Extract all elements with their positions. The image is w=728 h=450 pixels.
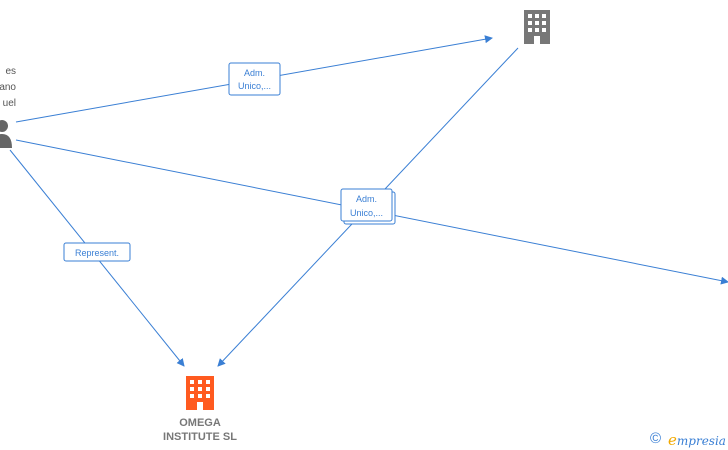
- person-name-line: es: [5, 66, 16, 77]
- edge-label-line: Unico,...: [238, 81, 271, 91]
- edge-label-adm-unico-middle[interactable]: Adm. Unico,...: [340, 188, 396, 225]
- copyright-icon: ©: [650, 430, 662, 447]
- company-name-line: INSTITUTE SL: [163, 431, 237, 443]
- person-name[interactable]: es ano uel: [0, 64, 16, 112]
- person-name-line: uel: [2, 98, 16, 109]
- edge-label-line: Adm.: [244, 68, 265, 78]
- building-icon[interactable]: [186, 376, 214, 410]
- edge-label-line: Unico,...: [350, 208, 383, 218]
- building-icon[interactable]: [524, 10, 550, 44]
- edge-label-represent[interactable]: Represent.: [63, 242, 131, 262]
- company-name[interactable]: OMEGA INSTITUTE SL: [140, 416, 260, 444]
- edge-label-adm-unico-top[interactable]: Adm. Unico,...: [228, 62, 281, 96]
- company-name-line: OMEGA: [179, 417, 221, 429]
- brand-logo: empresia: [668, 431, 726, 449]
- person-name-line: ano: [0, 82, 16, 93]
- person-icon[interactable]: [0, 120, 12, 148]
- brand-initial: e: [668, 431, 677, 449]
- edge-label-line: Represent.: [75, 248, 119, 258]
- brand-rest: mpresia: [676, 434, 726, 448]
- edge-label-line: Adm.: [356, 194, 377, 204]
